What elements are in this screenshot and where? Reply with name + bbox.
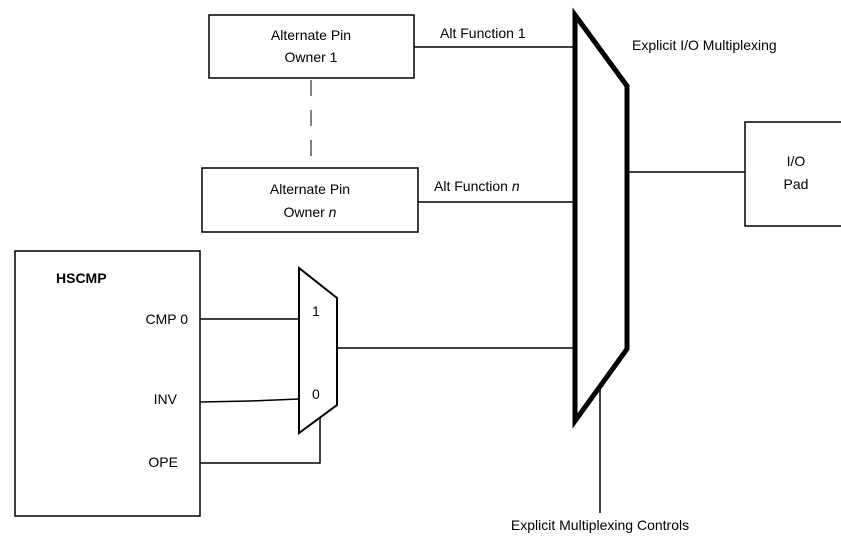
hscmp-title: HSCMP	[56, 270, 107, 286]
io-pad-line1: I/O	[787, 153, 806, 169]
explicit-io-mux-shape	[572, 7, 630, 429]
alt-pin-owner-n-line1: Alternate Pin	[270, 181, 350, 197]
hscmp-block: HSCMP CMP 0 INV OPE	[14, 250, 201, 517]
explicit-mux-controls-label: Explicit Multiplexing Controls	[511, 517, 689, 533]
inv-wire	[199, 398, 300, 403]
hscmp-inv-label: INV	[154, 391, 178, 407]
alt-function-1-label: Alt Function 1	[440, 25, 526, 41]
alt-function-n-label: Alt Function n	[434, 178, 520, 194]
alt-pin-owner-1-block: Alternate Pin Owner 1	[208, 14, 415, 79]
alt-pin-owner-1-line1: Alternate Pin	[271, 27, 351, 43]
hscmp-ope-label: OPE	[148, 454, 178, 470]
alt-pin-owner-1-line2: Owner 1	[285, 49, 338, 65]
mux-input-1-label: 1	[312, 303, 320, 319]
hscmp-cmp0-label: CMP 0	[145, 311, 188, 327]
io-pad-block: I/O Pad	[744, 121, 841, 227]
hscmp-output-mux-shape	[298, 265, 338, 435]
io-pad-line2: Pad	[784, 176, 809, 192]
alt-pin-owner-n-block: Alternate Pin Owner n	[201, 167, 419, 233]
mux-input-0-label: 0	[312, 386, 320, 402]
explicit-io-mux-label: Explicit I/O Multiplexing	[632, 37, 777, 53]
alt-pin-owner-n-line2: Owner n	[284, 204, 337, 220]
ope-select-wire	[200, 416, 321, 464]
